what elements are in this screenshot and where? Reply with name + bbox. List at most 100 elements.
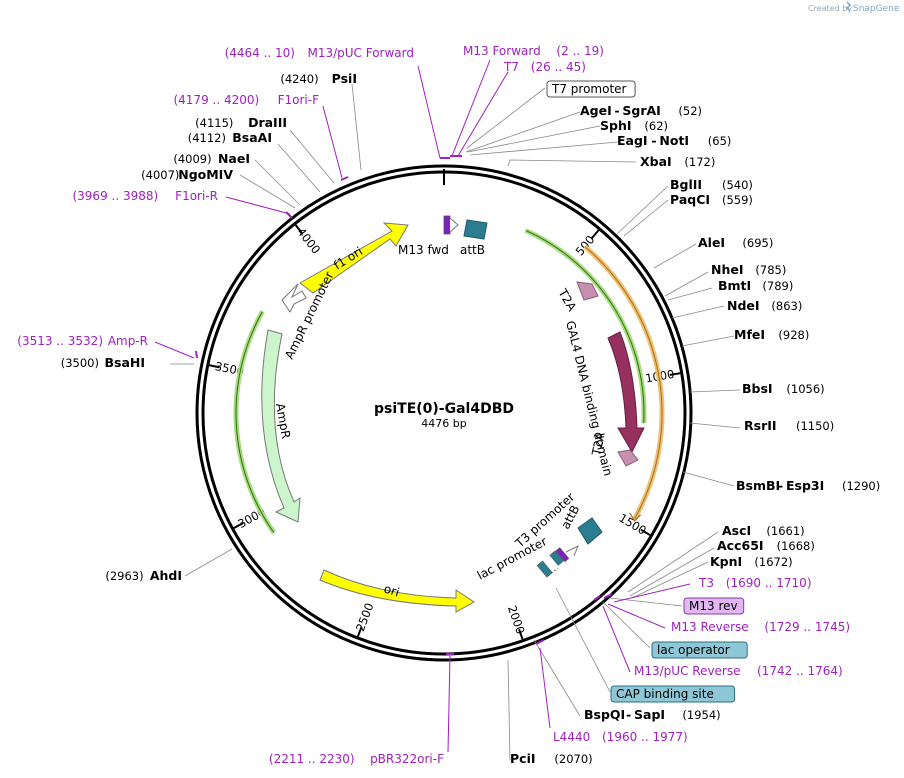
primer-label: M13/pUC Reverse bbox=[634, 664, 741, 678]
scale-tick-label: 2500 bbox=[353, 601, 377, 633]
enzyme-label-alt: NotI bbox=[659, 133, 689, 148]
primer-label: M13 Reverse bbox=[671, 620, 749, 634]
enzyme-label: XbaI bbox=[640, 154, 672, 169]
feature-m13-fwd-marker[interactable] bbox=[443, 215, 451, 235]
primer-range: (26 .. 45) bbox=[531, 60, 586, 74]
feature-ampr-label: AmpR bbox=[273, 402, 293, 440]
enzyme-position: (1290) bbox=[842, 479, 880, 493]
boxed-feature[interactable] bbox=[610, 685, 736, 703]
primer-label: pBR322ori-F bbox=[370, 752, 444, 766]
boxed-feature-label: CAP binding site bbox=[616, 687, 714, 701]
primer-range: (3969 .. 3988) bbox=[72, 189, 158, 203]
enzyme-label: PsiI bbox=[332, 71, 357, 86]
green-arc-left-core bbox=[235, 311, 275, 534]
green-arc-right-core bbox=[525, 230, 645, 424]
enzyme-position: (928) bbox=[778, 328, 809, 342]
enzyme-separator: - bbox=[614, 103, 619, 118]
primer-label: F1ori-R bbox=[175, 189, 218, 203]
orange-arc-arrowhead bbox=[629, 512, 642, 522]
enzyme-position: (559) bbox=[722, 193, 753, 207]
boxed-feature-label: T7 promoter bbox=[551, 82, 627, 96]
enzyme-position: (695) bbox=[742, 236, 773, 250]
feature-ampr[interactable] bbox=[261, 329, 301, 523]
credit-brand: SnapGene bbox=[853, 4, 900, 14]
enzyme-position: (540) bbox=[722, 178, 753, 192]
primer-range: (1960 .. 1977) bbox=[602, 730, 688, 744]
scale-tick bbox=[356, 626, 363, 638]
enzyme-position: (1672) bbox=[754, 555, 792, 569]
feature-attb-top[interactable] bbox=[463, 219, 488, 240]
boxed-feature[interactable] bbox=[651, 641, 748, 659]
enzyme-position: (863) bbox=[771, 299, 802, 313]
enzyme-position: (4112) bbox=[188, 131, 226, 145]
primer-range: (4179 .. 4200) bbox=[173, 93, 259, 107]
snapgene-logo-icon bbox=[845, 1, 852, 12]
enzyme-label: BglII bbox=[670, 177, 702, 192]
feature-lac-promoter-arrow[interactable] bbox=[565, 544, 579, 557]
enzyme-label: EagI bbox=[617, 133, 648, 148]
enzyme-label: AscI bbox=[722, 523, 751, 538]
enzyme-label: KpnI bbox=[710, 554, 742, 569]
enzyme-label: BsmBI bbox=[736, 478, 780, 493]
feature-m13-fwd-arrow[interactable] bbox=[449, 217, 459, 233]
primer-range: (3513 .. 3532) bbox=[17, 334, 103, 348]
enzyme-label: NgoMIV bbox=[178, 167, 233, 182]
enzyme-label: DraIII bbox=[248, 115, 287, 130]
feature-attb-top-label: attB bbox=[460, 243, 485, 257]
feature-m13-fwd-label: M13 fwd bbox=[398, 243, 449, 257]
enzyme-position: (1661) bbox=[766, 524, 804, 538]
feature-cap-site-marker[interactable] bbox=[536, 560, 553, 578]
plasmid-name: psiTE(0)-Gal4DBD bbox=[374, 401, 514, 417]
enzyme-position: (4009) bbox=[173, 152, 211, 166]
enzyme-position: (1954) bbox=[682, 708, 720, 722]
primer-label: T3 bbox=[698, 576, 714, 590]
scale-tick bbox=[208, 364, 220, 369]
enzyme-separator: - bbox=[778, 478, 783, 493]
primer-label: T7 bbox=[503, 60, 519, 74]
leader-lines bbox=[170, 83, 741, 761]
enzyme-label: SphI bbox=[600, 118, 632, 133]
primer-lines bbox=[154, 59, 691, 753]
primer-label: L4440 bbox=[553, 730, 590, 744]
boxed-feature[interactable] bbox=[546, 80, 636, 98]
enzyme-label: BsaHI bbox=[104, 355, 145, 370]
enzyme-label: NaeI bbox=[218, 151, 250, 166]
feature-ori[interactable] bbox=[319, 569, 475, 613]
boxed-feature-label: lac operator bbox=[657, 643, 730, 657]
feature-lac-operator-marker[interactable] bbox=[549, 550, 564, 566]
enzyme-position: (785) bbox=[755, 263, 786, 277]
orange-arc-core bbox=[584, 246, 663, 520]
primer-label: F1ori-F bbox=[278, 93, 319, 107]
feature-ampr-promoter[interactable] bbox=[281, 283, 307, 313]
enzyme-position: (3500) bbox=[61, 356, 99, 370]
feature-t2a-top[interactable] bbox=[576, 281, 599, 301]
enzyme-position: (172) bbox=[684, 155, 715, 169]
feature-ori-label: ori bbox=[382, 582, 401, 600]
primer-range: (1742 .. 1764) bbox=[757, 664, 843, 678]
feature-gal4-dbd[interactable] bbox=[607, 331, 645, 454]
boxed-feature-label: M13 rev bbox=[689, 599, 738, 613]
plasmid-length: 4476 bp bbox=[421, 417, 466, 430]
enzyme-label: AgeI bbox=[580, 103, 612, 118]
scale-tick bbox=[591, 229, 600, 239]
enzyme-label: Acc65I bbox=[717, 538, 764, 553]
enzyme-position: (52) bbox=[678, 104, 702, 118]
feature-attb-bottom[interactable] bbox=[577, 517, 603, 545]
primer-range: (2211 .. 2230) bbox=[269, 752, 355, 766]
enzyme-label: PciI bbox=[510, 751, 536, 766]
primer-label: M13/pUC Forward bbox=[307, 46, 414, 60]
primer-label: Amp-R bbox=[108, 334, 148, 348]
enzyme-position: (65) bbox=[708, 134, 732, 148]
enzyme-label: AhdI bbox=[150, 568, 182, 583]
feature-lac-promoter-label: lac promoter bbox=[475, 534, 549, 582]
enzyme-label: NdeI bbox=[727, 298, 760, 313]
enzyme-label: BbsI bbox=[742, 381, 773, 396]
feature-t2a-bottom[interactable] bbox=[617, 449, 639, 467]
scale-tick-label: 1500 bbox=[617, 511, 649, 538]
enzyme-label-alt: Esp3I bbox=[786, 478, 824, 493]
feature-m13-rev-marker[interactable] bbox=[555, 547, 570, 563]
enzyme-label: PaqCI bbox=[670, 192, 710, 207]
boxed-feature[interactable] bbox=[683, 597, 745, 615]
feature-f1-ori[interactable] bbox=[299, 222, 409, 294]
